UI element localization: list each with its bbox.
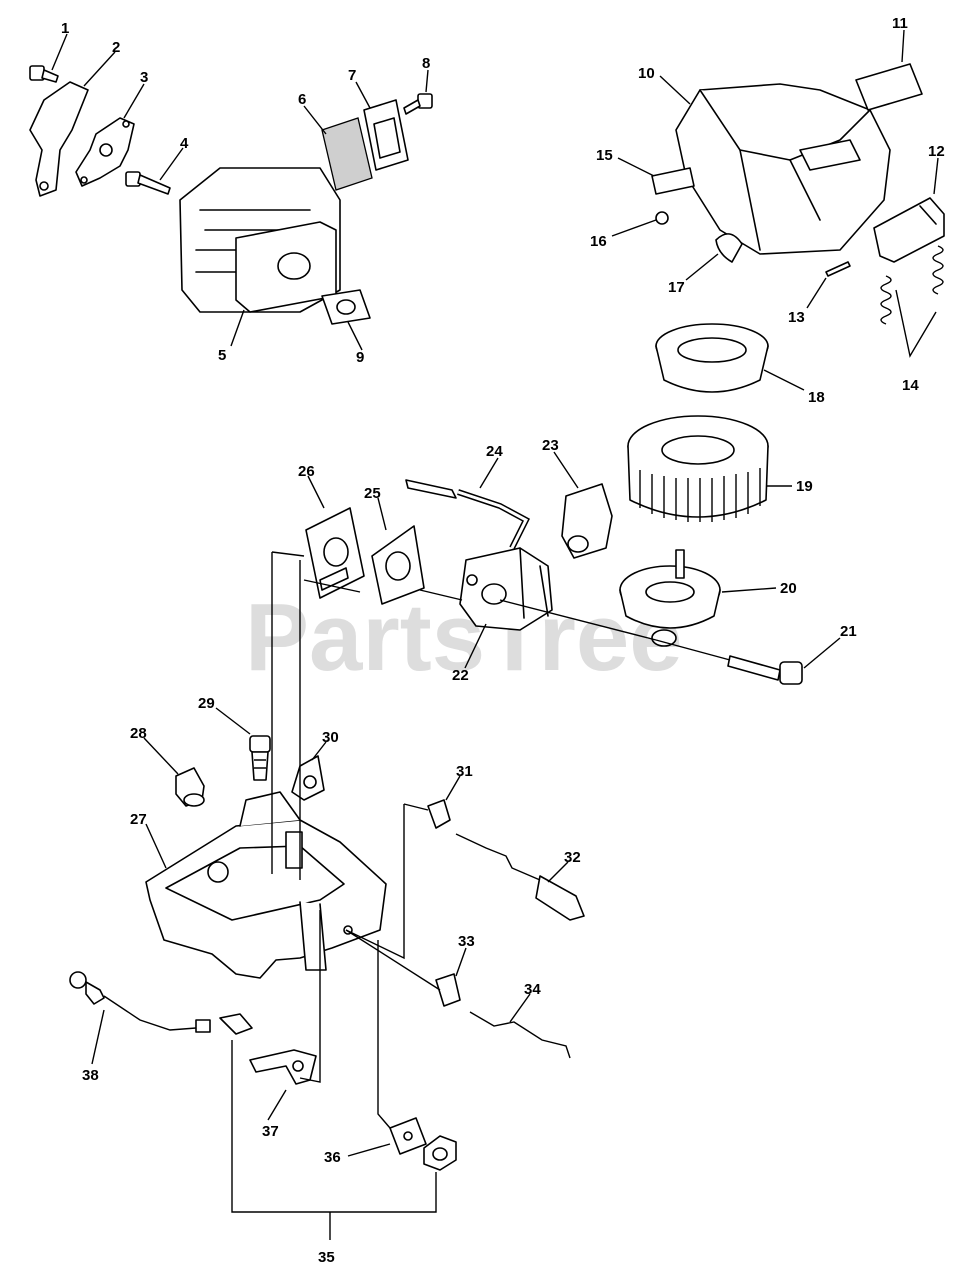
part-2-bracket (29, 81, 89, 197)
callout-32: 32 (564, 849, 581, 866)
callout-17: 17 (668, 279, 685, 296)
part-28-grommet (175, 767, 205, 807)
part-21-bolt (727, 655, 803, 685)
part-34-choke-rod (469, 1011, 571, 1059)
callout-10: 10 (638, 65, 655, 82)
callout-20: 20 (780, 580, 797, 597)
callout-labels: 1 2 3 4 5 6 7 8 9 10 11 12 13 14 15 16 1… (61, 15, 945, 1266)
part-26-insulator (305, 507, 365, 599)
callout-1: 1 (61, 20, 69, 37)
part-10-cover (675, 83, 891, 255)
part-20-base (619, 549, 721, 647)
callout-27: 27 (130, 811, 147, 828)
callout-13: 13 (788, 309, 805, 326)
callout-4: 4 (180, 135, 189, 152)
assembly-lines (231, 289, 937, 1213)
part-8-screw (403, 93, 433, 115)
part-16-screw (655, 211, 669, 225)
part-37-lever (249, 1049, 317, 1085)
callout-12: 12 (928, 143, 945, 160)
callout-34: 34 (524, 981, 541, 998)
part-29-fitting (249, 735, 271, 781)
callout-37: 37 (262, 1123, 279, 1140)
part-35-nut (423, 1135, 457, 1171)
part-23-fitting (561, 483, 613, 559)
callout-26: 26 (298, 463, 315, 480)
part-25-gasket (371, 525, 425, 605)
part-14-springs (880, 245, 944, 325)
callout-9: 9 (356, 349, 364, 366)
part-4-bolt (125, 171, 171, 195)
part-5-muffler (179, 167, 341, 313)
callout-24: 24 (486, 443, 503, 460)
callout-21: 21 (840, 623, 857, 640)
part-18-bowl (655, 323, 769, 393)
callout-36: 36 (324, 1149, 341, 1166)
part-1-screw (29, 65, 59, 83)
part-6-screen (321, 117, 373, 191)
part-13-pin (825, 261, 851, 277)
callout-29: 29 (198, 695, 215, 712)
part-12-latch (873, 197, 945, 263)
callout-31: 31 (456, 763, 473, 780)
callout-14: 14 (902, 377, 919, 394)
callout-19: 19 (796, 478, 813, 495)
callout-7: 7 (348, 67, 356, 84)
callout-11: 11 (892, 15, 908, 32)
callout-25: 25 (364, 485, 381, 502)
callout-33: 33 (458, 933, 475, 950)
callout-16: 16 (590, 233, 607, 250)
part-33-bushing (435, 973, 461, 1007)
leader-lines (51, 29, 939, 1240)
callout-15: 15 (596, 147, 613, 164)
part-36-plate (389, 1117, 427, 1155)
part-24-fuel-line (405, 479, 530, 550)
callout-30: 30 (322, 729, 339, 746)
part-19-filter (627, 415, 769, 522)
callout-8: 8 (422, 55, 430, 72)
callout-28: 28 (130, 725, 147, 742)
part-32-throttle-rod (455, 833, 585, 921)
callout-35: 35 (318, 1249, 335, 1266)
part-11-label (855, 63, 923, 111)
callout-38: 38 (82, 1067, 99, 1084)
part-3-plate (75, 117, 135, 187)
part-27-chassis (145, 791, 387, 979)
callout-2: 2 (112, 39, 120, 56)
part-15-clip (651, 167, 695, 195)
callout-5: 5 (218, 347, 226, 364)
part-9-gasket (321, 289, 371, 325)
part-22-carburetor (459, 547, 553, 631)
callout-22: 22 (452, 667, 469, 684)
part-38-wire (69, 971, 253, 1035)
callout-23: 23 (542, 437, 559, 454)
callout-18: 18 (808, 389, 825, 406)
part-30-boot (291, 755, 325, 801)
part-31-bushing (427, 799, 451, 829)
callout-3: 3 (140, 69, 148, 86)
part-17-knob (715, 233, 743, 263)
callout-6: 6 (298, 91, 306, 108)
part-7-cover (363, 99, 409, 171)
